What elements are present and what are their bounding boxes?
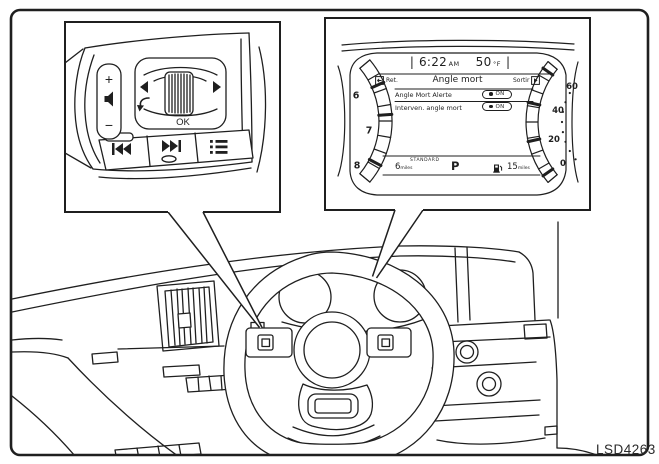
toggle-state: ON	[495, 91, 505, 97]
temperature-unit: °F	[493, 60, 502, 68]
left-air-vent	[156, 280, 220, 352]
fuel-pump-icon	[493, 164, 503, 173]
button-slot	[161, 155, 177, 163]
svg-text:6: 6	[353, 91, 360, 102]
svg-text:0: 0	[560, 159, 566, 169]
toggle-blind-spot-intervention: ON	[482, 102, 512, 111]
svg-text:40: 40	[552, 106, 564, 116]
ok-label: OK	[176, 117, 190, 128]
scroll-wheel-icon	[164, 71, 194, 116]
next-track-icon	[162, 140, 181, 152]
setting-row-label: Interven. angle mort	[395, 103, 462, 112]
svg-text:7: 7	[366, 126, 373, 137]
steering-switches-callout: + −	[65, 22, 280, 212]
arrow-left-icon	[140, 81, 148, 93]
steering-wheel-hub	[293, 311, 371, 389]
toggle-state: ON	[495, 103, 505, 110]
arrow-right-icon	[213, 81, 221, 93]
display-divider-lines	[379, 73, 550, 176]
menu-back-control: Ret.	[375, 76, 398, 85]
setting-row-label: Angle Mort Alerte	[395, 91, 452, 99]
speedometer-inner-dots	[560, 91, 577, 161]
lower-spoke-trim	[297, 383, 374, 431]
outside-temperature: 50	[475, 55, 492, 69]
svg-text:8: 8	[354, 161, 361, 172]
media-button-row	[98, 129, 254, 171]
odometer-value: 6	[395, 162, 401, 172]
svg-text:20: 20	[548, 135, 560, 145]
callout-pointers	[167, 209, 424, 329]
back-label: Ret.	[386, 77, 398, 84]
figure-code: LSD4263	[596, 442, 656, 457]
menu-title: Angle mort	[432, 75, 483, 85]
return-icon	[375, 76, 384, 85]
instrument-cluster-callout: 6 7 8 60 40 20 0	[325, 18, 590, 210]
figure-border	[9, 8, 650, 457]
svg-text:60: 60	[566, 82, 578, 92]
odometer: 6miles	[395, 162, 412, 172]
fuel-range-unit: miles	[517, 166, 530, 171]
drive-mode: STANDARD	[410, 158, 440, 163]
separator: |	[506, 55, 511, 69]
fuel-range: 15miles	[507, 162, 530, 172]
cluster-hood-lines	[341, 39, 575, 52]
climate-knob	[476, 371, 502, 397]
menu-control-pad: OK	[134, 57, 227, 130]
clock-period: AM	[448, 60, 460, 68]
separator: |	[409, 55, 414, 69]
fuel-range-value: 15	[507, 162, 518, 172]
back-arrow-icon	[137, 97, 150, 112]
status-bar-top: | 6:22 AM 50 °F |	[397, 55, 523, 69]
clock: 6:22	[418, 55, 448, 69]
cluster-bezel	[349, 52, 567, 196]
start-stop-button	[455, 340, 479, 364]
toggle-dot	[489, 92, 493, 96]
dash-trim-left	[12, 345, 235, 454]
menu-list-icon	[210, 140, 228, 154]
left-spoke-switch-pod	[245, 321, 293, 358]
previous-track-icon	[112, 143, 131, 155]
exit-label: Sortir	[513, 77, 530, 84]
volume-down-label: −	[105, 117, 113, 133]
gear-position-indicator: P	[451, 159, 460, 173]
tachometer-arc: 6 7 8	[353, 59, 394, 183]
volume-up-label: +	[105, 71, 113, 87]
dash-right	[431, 221, 603, 454]
right-spoke-switch-pod	[366, 327, 412, 358]
odometer-unit: miles	[400, 166, 413, 171]
forward-icon	[531, 76, 541, 85]
menu-exit-control: Sortir	[513, 76, 541, 85]
right-callout-frame	[325, 18, 590, 210]
speedometer-arc: 60 40 20 0	[525, 61, 578, 183]
steering-wheel-rim	[223, 251, 455, 454]
volume-rocker: + −	[96, 63, 122, 140]
toggle-blind-spot-warning: ON	[482, 89, 512, 99]
speaker-icon	[104, 91, 113, 107]
toggle-dot	[489, 104, 493, 109]
